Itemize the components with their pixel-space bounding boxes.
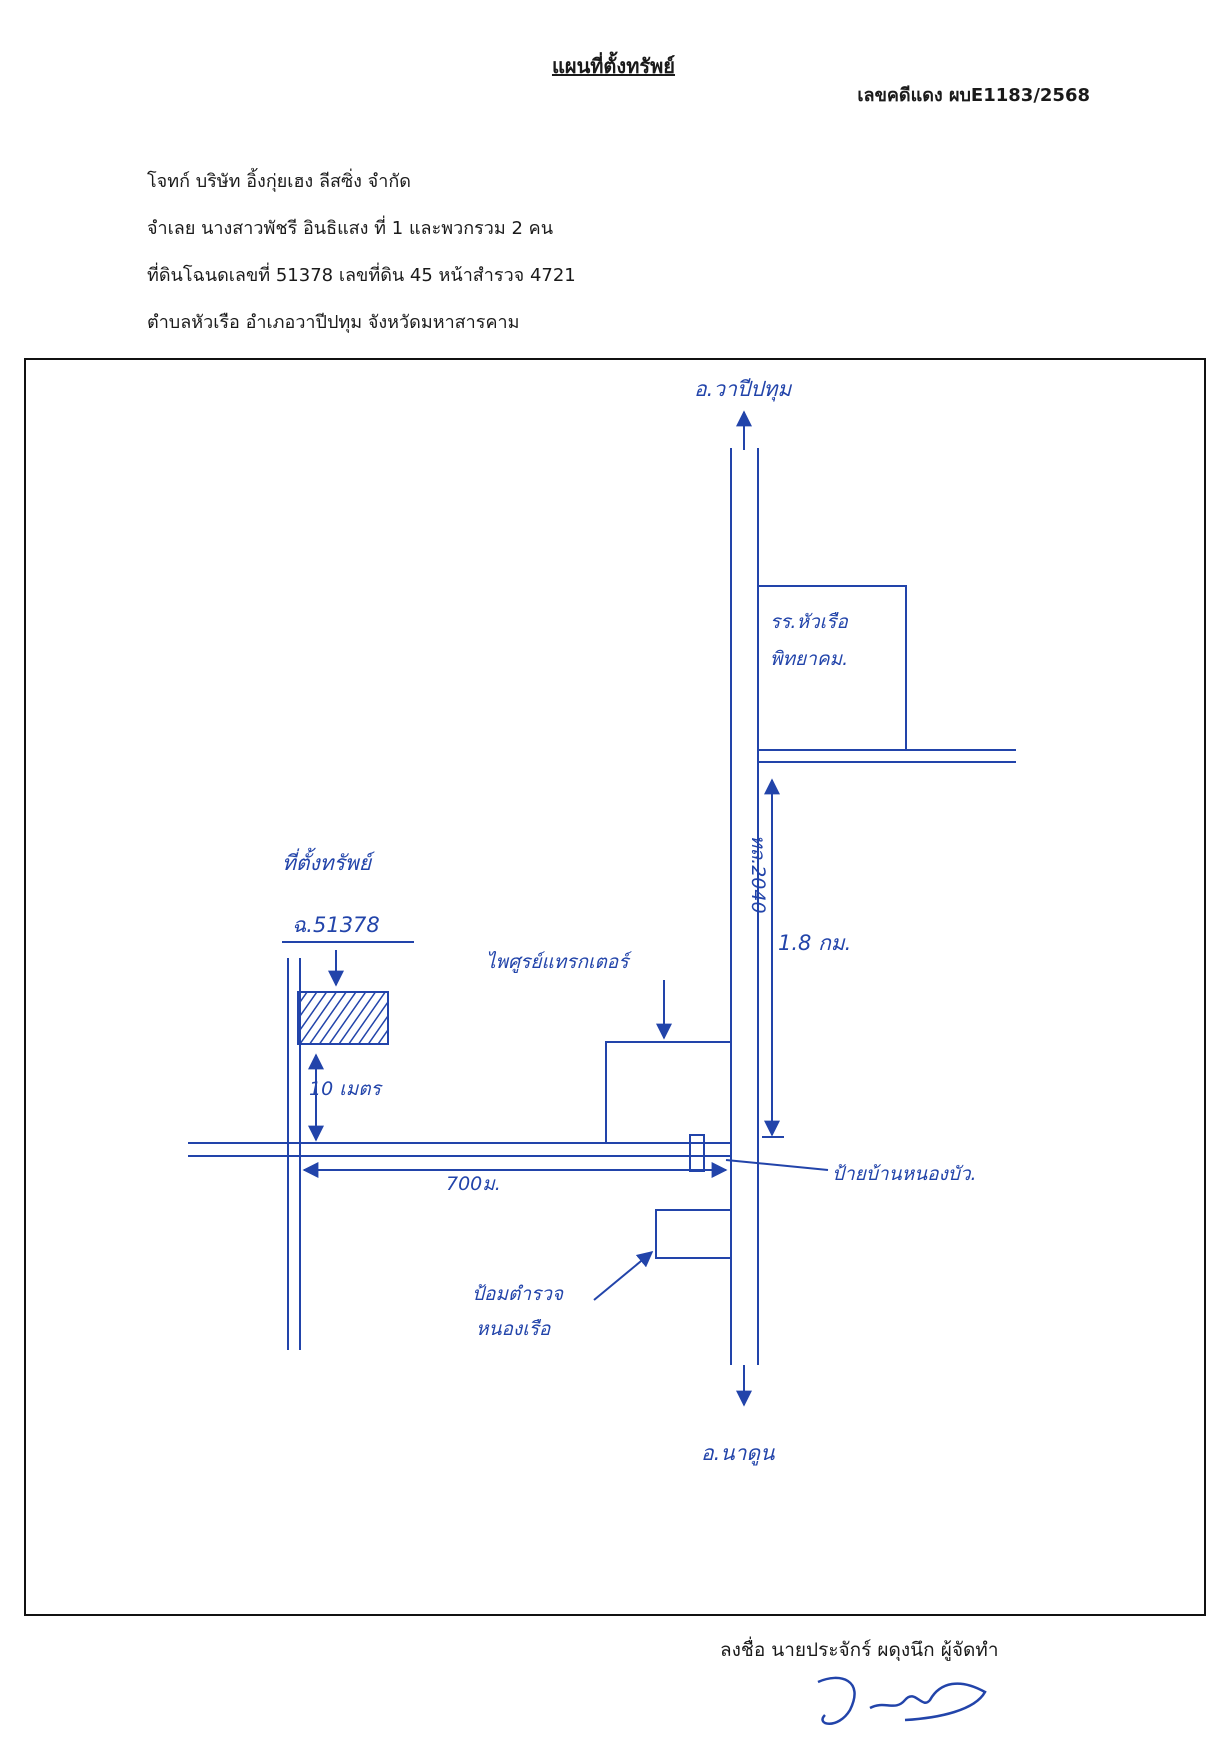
side-road-distance-label: 700ม. [446, 1173, 501, 1195]
plaintiff-line: โจทก์ บริษัท อิ้งกุ่ยเฮง ลีสซิ่ง จำกัด [147, 171, 411, 192]
highway-distance-label: 1.8 กม. [778, 931, 851, 955]
village-sign-pointer [725, 1159, 829, 1171]
police-box-label-line1: ป้อมตำรวจ [472, 1283, 564, 1305]
property-parcel [297, 991, 389, 1045]
ten-meter-label: 10 เมตร [309, 1078, 384, 1100]
school-label-line2: พิทยาคม. [770, 648, 848, 670]
south-destination-label: อ.นาดูน [701, 1441, 775, 1466]
case-info: โจทก์ บริษัท อิ้งกุ่ยเฮง ลีสซิ่ง จำกัด จ… [147, 158, 576, 346]
handwritten-signature [817, 1676, 987, 1725]
village-sign-marker [689, 1134, 705, 1172]
police-box-arrow [593, 1250, 654, 1301]
signature-line: ลงชื่อ นายประจักร์ ผดุงนึก ผู้จัดทำ [720, 1639, 999, 1661]
property-title-label: ที่ตั้งทรัพย์ [282, 847, 375, 875]
deed-line: ที่ดินโฉนดเลขที่ 51378 เลขที่ดิน 45 หน้า… [147, 265, 576, 286]
location-line: ตำบลหัวเรือ อำเภอวาปีปทุม จังหวัดมหาสารค… [147, 312, 520, 333]
defendant-line: จำเลย นางสาวพัชรี อินธิแสง ที่ 1 และพวกร… [147, 218, 553, 239]
school-label-line1: รร.หัวเรือ [770, 611, 849, 633]
police-box-building [655, 1209, 732, 1259]
deed-number-label: ฉ.51378 [292, 913, 380, 937]
north-destination-label: อ.วาปีปทุม [694, 377, 792, 402]
tractor-shop-building [605, 1041, 731, 1143]
village-sign-label: ป้ายบ้านหนองบัว. [832, 1163, 977, 1185]
map-frame: อ.วาปีปทุม อ.นาดูน ทล.2040 รร.หัวเรือ พิ… [24, 358, 1206, 1616]
police-box-label-line2: หนองเรือ [476, 1318, 552, 1340]
case-number: เลขคดีแดง ผบE1183/2568 [857, 85, 1090, 106]
tractor-shop-label: ไพศูรย์แทรกเตอร์ [486, 950, 632, 973]
hand-drawn-map: อ.วาปีปทุม อ.นาดูน ทล.2040 รร.หัวเรือ พิ… [188, 377, 1016, 1466]
document-title: แผนที่ตั้งทรัพย์ [551, 54, 676, 78]
highway-label: ทล.2040 [747, 835, 769, 914]
